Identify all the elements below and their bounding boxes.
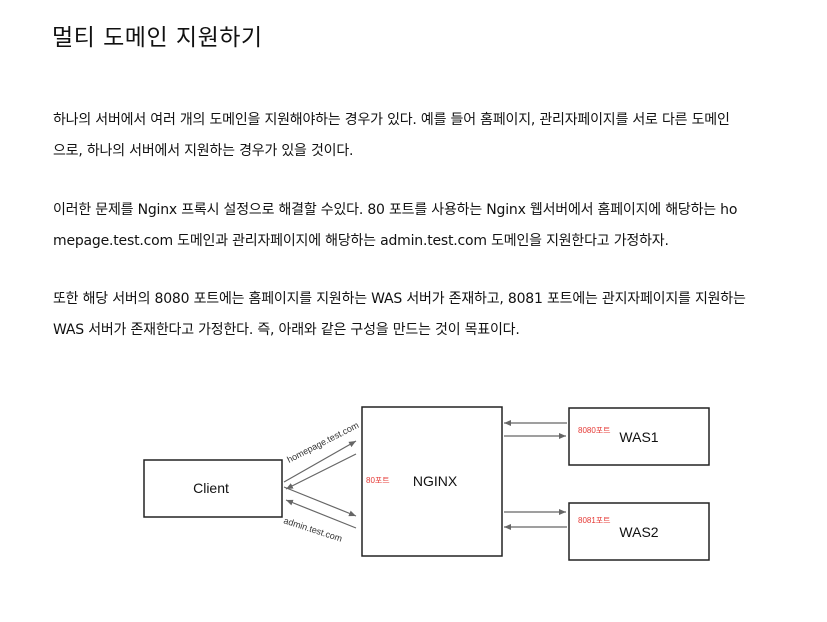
arrow-client-to-nginx-homepage: [283, 440, 357, 483]
arrow-nginx-to-client-homepage: [285, 453, 357, 490]
paragraph-was-ports: 또한 해당 서버의 8080 포트에는 홈페이지를 지원하는 WAS 서버가 존…: [53, 284, 793, 346]
arrow-client-to-nginx-admin: [283, 486, 357, 517]
was1-node: 8080포트 WAS1: [568, 407, 710, 466]
was1-label: WAS1: [619, 429, 658, 445]
was1-port-label: 8080포트: [578, 426, 611, 435]
client-label: Client: [193, 480, 229, 496]
paragraph-line: 또한 해당 서버의 8080 포트에는 홈페이지를 지원하는 WAS 서버가 존…: [53, 291, 746, 307]
page-title: 멀티 도메인 지원하기: [52, 25, 263, 51]
nginx-port-label: 80포트: [366, 476, 390, 485]
nginx-node: 80포트 NGINX: [361, 406, 503, 557]
paragraph-line: 이러한 문제를 Nginx 프록시 설정으로 해결할 수있다. 80 포트를 사…: [53, 202, 738, 218]
was2-node: 8081포트 WAS2: [568, 502, 710, 561]
paragraph-line: 으로, 하나의 서버에서 지원하는 경우가 있을 것이다.: [53, 143, 354, 159]
was2-label: WAS2: [619, 524, 658, 540]
was2-port-label: 8081포트: [578, 516, 611, 525]
paragraph-line: mepage.test.com 도메인과 관리자페이지에 해당하는 admin.…: [53, 233, 669, 249]
paragraph-nginx-proxy: 이러한 문제를 Nginx 프록시 설정으로 해결할 수있다. 80 포트를 사…: [53, 195, 793, 257]
arrow-nginx-to-client-admin: [285, 499, 357, 529]
paragraph-line: WAS 서버가 존재한다고 가정한다. 즉, 아래와 같은 구성을 만드는 것이…: [53, 322, 520, 338]
paragraph-intro: 하나의 서버에서 여러 개의 도메인을 지원해야하는 경우가 있다. 예를 들어…: [53, 105, 793, 167]
client-node: Client: [143, 459, 283, 518]
nginx-label: NGINX: [413, 473, 458, 489]
paragraph-line: 하나의 서버에서 여러 개의 도메인을 지원해야하는 경우가 있다. 예를 들어…: [53, 112, 730, 128]
